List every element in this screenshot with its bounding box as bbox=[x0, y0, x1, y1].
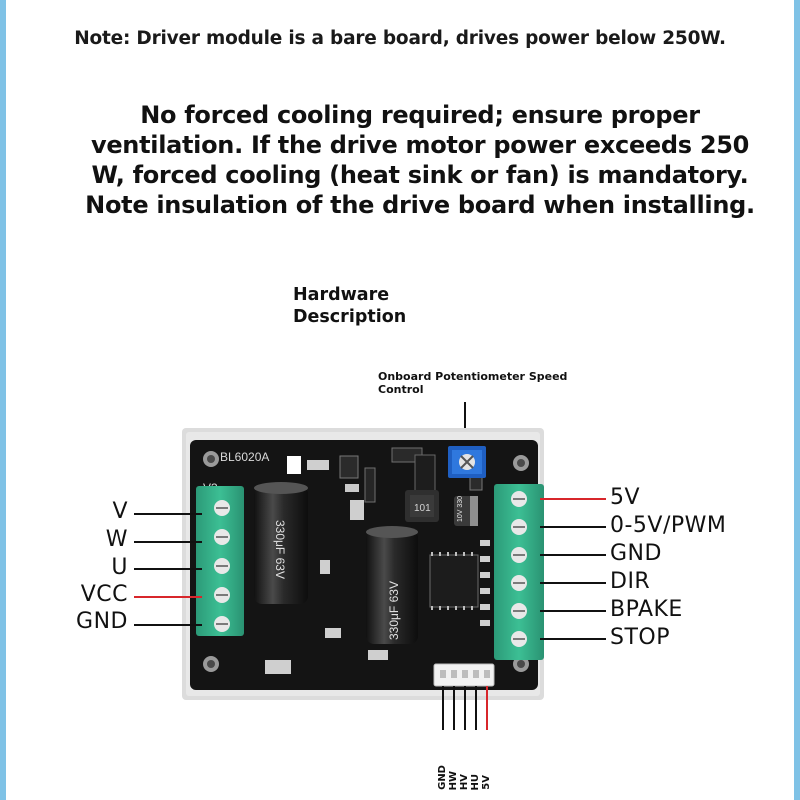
hardware-description-title: Hardware Description bbox=[293, 284, 433, 328]
wire-v bbox=[134, 513, 202, 515]
terminal-label-v: V bbox=[112, 499, 128, 524]
right-edge-strip bbox=[794, 0, 800, 800]
wire-bpake bbox=[540, 610, 606, 612]
bottom-connector-labels: GND HW HV HU 5V bbox=[433, 730, 493, 790]
terminal-label-gnd: GND bbox=[76, 609, 128, 634]
capacitor-right-label: 330μF 63V bbox=[387, 581, 401, 640]
pcb bbox=[190, 440, 538, 690]
mounting-hole bbox=[203, 451, 219, 467]
connector-label-gnd: GND bbox=[437, 765, 448, 790]
board-version: V3 bbox=[203, 481, 218, 495]
wire-gnd-right bbox=[540, 554, 606, 556]
terminal-label-u: U bbox=[111, 555, 128, 580]
left-edge-strip bbox=[0, 0, 6, 800]
connector-label-5v: 5V bbox=[481, 775, 492, 790]
terminal-label-stop: STOP bbox=[610, 625, 670, 650]
inductor-label: 101 bbox=[414, 503, 431, 514]
note-main: No forced cooling required; ensure prope… bbox=[70, 100, 770, 220]
wire-vcc bbox=[134, 596, 202, 598]
terminal-label-gnd-right: GND bbox=[610, 541, 662, 566]
hardware-title-line: Hardware bbox=[293, 285, 390, 305]
note-line: Note insulation of the drive board when … bbox=[85, 191, 755, 219]
bottom-connector bbox=[433, 663, 495, 687]
small-capacitor: 10V 330 bbox=[454, 496, 478, 526]
inductor: 101 bbox=[405, 490, 439, 522]
small-capacitor-label: 10V 330 bbox=[457, 496, 464, 522]
wire-gnd bbox=[134, 624, 202, 626]
terminal-label-dir: DIR bbox=[610, 569, 651, 594]
driver-ic bbox=[429, 552, 479, 610]
terminal-label-bpake: BPAKE bbox=[610, 597, 683, 622]
potentiometer bbox=[448, 446, 486, 478]
note-line: ventilation. If the drive motor power ex… bbox=[90, 131, 750, 159]
potentiometer-label-line: Control bbox=[378, 383, 424, 396]
wire-dir bbox=[540, 582, 606, 584]
base-plate bbox=[182, 428, 544, 700]
mounting-hole bbox=[203, 656, 219, 672]
board-model: BL6020A bbox=[220, 450, 269, 464]
hardware-title-line: Description bbox=[293, 307, 407, 327]
mounting-hole bbox=[513, 656, 529, 672]
wire-0-5v-pwm bbox=[540, 526, 606, 528]
connector-label-hw: HW bbox=[448, 770, 459, 790]
capacitor-right: 330μF 63V bbox=[366, 526, 418, 644]
wire-5v bbox=[540, 498, 606, 500]
potentiometer-label: Onboard Potentiometer Speed Control bbox=[378, 370, 578, 396]
note-line: W, forced cooling (heat sink or fan) is … bbox=[91, 161, 749, 189]
potentiometer-pointer-line bbox=[464, 402, 466, 447]
potentiometer-label-line: Onboard Potentiometer Speed bbox=[378, 370, 568, 383]
wire-u bbox=[134, 568, 202, 570]
capacitor-left: 330μF 63V bbox=[254, 482, 308, 604]
terminal-label-0-5v-pwm: 0-5V/PWM bbox=[610, 513, 727, 538]
wire-stop bbox=[540, 638, 606, 640]
capacitor-left-label: 330μF 63V bbox=[273, 520, 287, 579]
terminal-label-w: W bbox=[105, 527, 128, 552]
terminal-label-5v: 5V bbox=[610, 485, 641, 510]
note-top: Note: Driver module is a bare board, dri… bbox=[74, 28, 726, 49]
terminal-label-vcc: VCC bbox=[80, 582, 128, 607]
mounting-hole bbox=[513, 455, 529, 471]
terminal-block-right bbox=[494, 484, 544, 660]
connector-label-hv: HV bbox=[459, 773, 470, 790]
connector-label-hu: HU bbox=[470, 773, 481, 791]
terminal-block-left bbox=[196, 486, 244, 636]
wire-w bbox=[134, 541, 202, 543]
note-line: No forced cooling required; ensure prope… bbox=[140, 101, 700, 129]
